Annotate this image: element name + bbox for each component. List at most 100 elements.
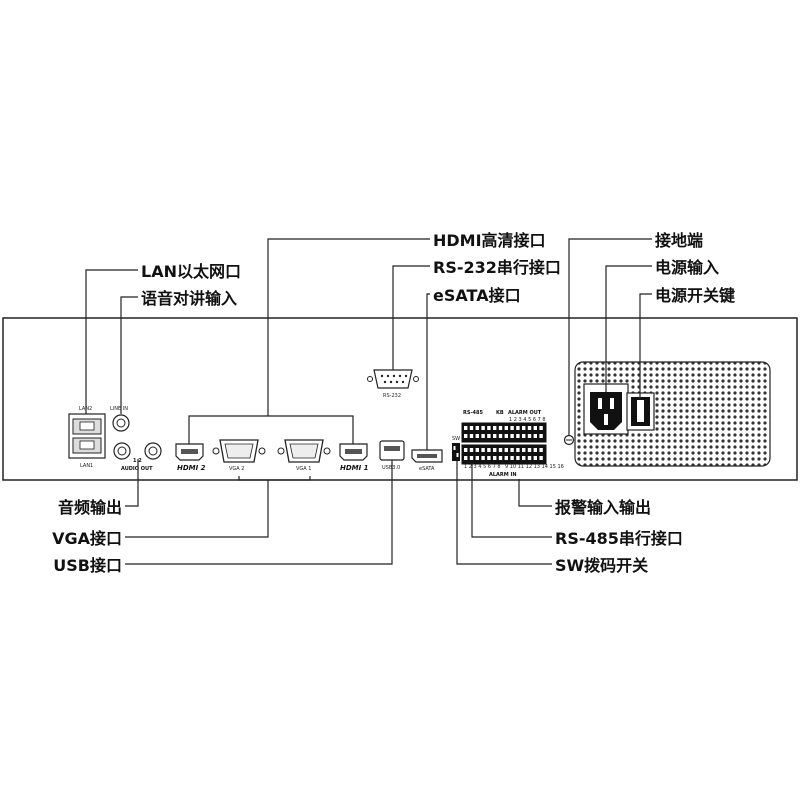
terminal-screw — [522, 456, 526, 460]
power-inlet[interactable] — [583, 383, 629, 435]
terminal-slot — [475, 426, 479, 430]
callout-esata: eSATA接口 — [433, 286, 521, 305]
terminal-slot — [516, 448, 520, 452]
terminal-slot — [533, 448, 537, 452]
terminal-slot — [527, 448, 532, 452]
leader-rs232 — [392, 265, 430, 370]
terminal-slot — [498, 448, 503, 452]
terminal-screw — [516, 434, 520, 438]
leader-ground — [568, 238, 652, 436]
callout-sw: SW拨码开关 — [555, 556, 648, 575]
terminal-screw — [493, 456, 497, 460]
callout-hdmi: HDMI高清接口 — [433, 231, 546, 250]
callout-vga: VGA接口 — [52, 529, 122, 548]
hdmi1-port[interactable] — [339, 443, 368, 461]
audio-out-label: AUDIO OUT — [121, 466, 153, 472]
terminal-screw — [498, 456, 503, 460]
terminal-screw — [469, 456, 474, 460]
sw-dip-switch[interactable] — [452, 443, 460, 461]
hdmi2-port[interactable] — [175, 443, 204, 461]
leader-line-in — [120, 296, 138, 414]
leader-esata — [426, 293, 430, 450]
terminal-screw — [487, 434, 491, 438]
alarm-out-nums: 1 2 3 4 5 6 7 8 — [509, 417, 546, 423]
terminal-slot — [487, 426, 491, 430]
alarm-out-label: ALARM OUT — [508, 410, 542, 416]
terminal-screw — [516, 456, 520, 460]
callout-rs232: RS-232串行接口 — [433, 258, 561, 277]
ground-screw[interactable] — [563, 434, 575, 446]
leader-lan — [85, 269, 138, 414]
terminal-screw — [464, 434, 468, 438]
leader-audio-out — [125, 459, 139, 507]
terminal-screw — [481, 434, 485, 438]
terminal-screw — [527, 434, 532, 438]
rs232-port[interactable] — [367, 369, 419, 389]
terminal-blocks[interactable] — [461, 422, 547, 465]
terminal-slot — [481, 448, 485, 452]
kb-label: KB — [496, 410, 504, 416]
callout-alarm: 报警输入输出 — [555, 498, 651, 517]
terminal-screw — [522, 434, 526, 438]
terminal-slot — [539, 448, 543, 452]
terminal-slot — [527, 426, 532, 430]
alarm-in-label: ALARM IN — [489, 472, 517, 478]
callout-audio-out: 音频输出 — [58, 498, 122, 517]
callout-line-in: 语音对讲输入 — [141, 289, 237, 308]
terminal-slot — [475, 448, 479, 452]
terminal-slot — [469, 426, 474, 430]
terminal-slot — [510, 448, 514, 452]
terminal-slot — [464, 426, 468, 430]
sw-label: SW — [452, 436, 460, 442]
lan-ports[interactable] — [68, 413, 106, 459]
rs485-label: RS-485 — [463, 410, 483, 416]
terminal-slot — [493, 448, 497, 452]
esata-port[interactable] — [411, 449, 443, 463]
esata-label: eSATA — [419, 466, 435, 472]
vga1-label: VGA 1 — [296, 466, 312, 472]
leader-sw — [456, 461, 552, 565]
terminal-screw — [464, 456, 468, 460]
terminal-slot — [498, 426, 503, 430]
terminal-slot — [510, 426, 514, 430]
audio-out-jacks[interactable] — [113, 442, 162, 460]
vga1-port[interactable] — [277, 439, 331, 463]
terminal-screw — [475, 456, 479, 460]
leader-rs485 — [471, 462, 552, 538]
terminal-screw — [493, 434, 497, 438]
terminal-screw — [498, 434, 503, 438]
terminal-screw — [469, 434, 474, 438]
terminal-slot — [469, 448, 474, 452]
alarm-in-nums-2: 9 10 11 12 13 14 15 16 — [505, 464, 564, 470]
terminal-screw — [533, 456, 537, 460]
terminal-slot — [487, 448, 491, 452]
leader-alarm — [518, 479, 552, 507]
terminal-screw — [527, 456, 532, 460]
line-in-jack[interactable] — [112, 414, 130, 432]
terminal-slot — [504, 426, 508, 430]
alarm-in-nums-1: 1 2 3 4 5 6 7 8 — [464, 464, 501, 470]
callout-ground: 接地端 — [655, 231, 703, 250]
vga2-port[interactable] — [212, 439, 266, 463]
terminal-screw — [510, 456, 514, 460]
terminal-slot — [522, 426, 526, 430]
leader-power-switch — [639, 293, 652, 400]
callout-power-switch: 电源开关键 — [655, 286, 735, 305]
terminal-screw — [539, 434, 543, 438]
leader-power-in — [605, 265, 652, 392]
leader-hdmi — [188, 238, 430, 444]
terminal-screw — [533, 434, 537, 438]
usb-port[interactable] — [379, 440, 405, 461]
leader-usb — [125, 460, 393, 565]
terminal-slot — [493, 426, 497, 430]
terminal-screw — [475, 434, 479, 438]
power-switch[interactable] — [626, 392, 655, 431]
usb-label: USB3.0 — [382, 465, 400, 471]
terminal-screw — [539, 456, 543, 460]
terminal-slot — [522, 448, 526, 452]
hdmi2-label: HDMI 2 — [177, 464, 206, 472]
terminal-slot — [539, 426, 543, 430]
terminal-screw — [487, 456, 491, 460]
terminal-slot — [516, 426, 520, 430]
